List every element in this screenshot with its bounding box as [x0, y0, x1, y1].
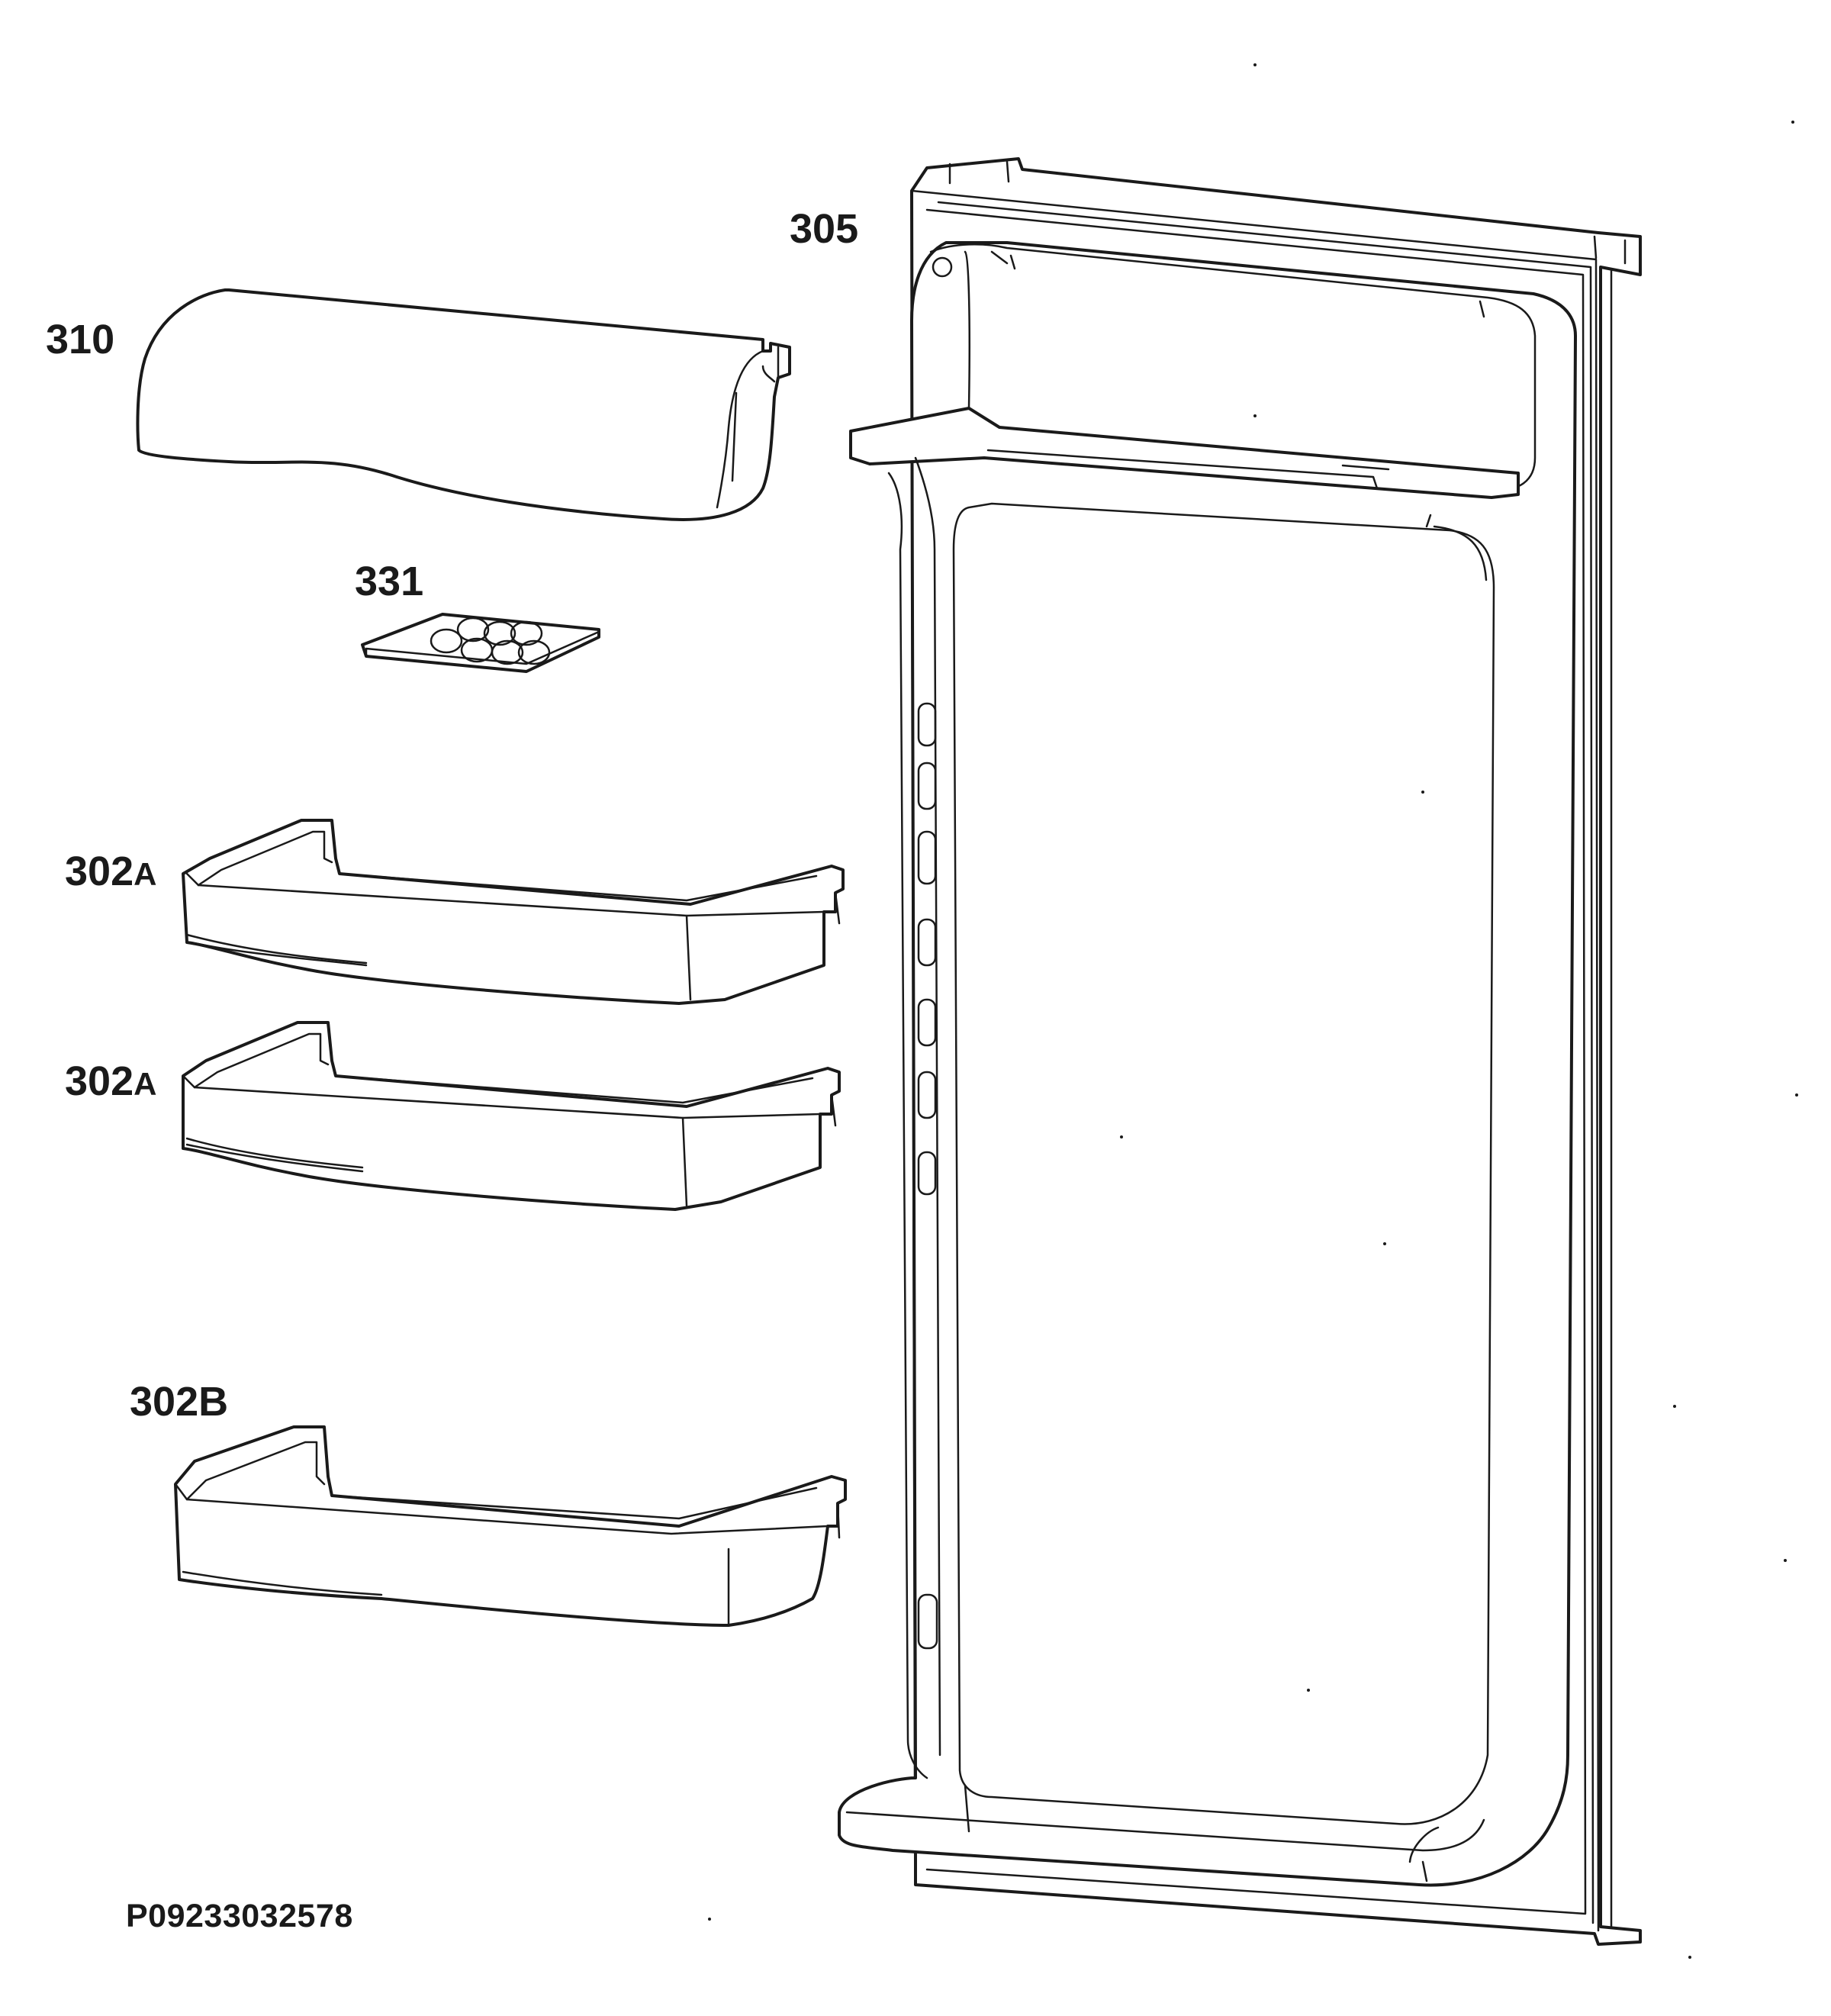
label-302a-upper-suffix: A [134, 856, 157, 892]
label-302a-lower: 302A [65, 1061, 156, 1102]
scan-specks [708, 63, 1798, 1959]
label-310: 310 [46, 317, 115, 362]
butter-cover-310[interactable] [136, 288, 791, 521]
label-305: 305 [790, 206, 859, 252]
drawing-code: P09233032578 [126, 1898, 353, 1934]
label-302a-lower-num: 302 [65, 1058, 134, 1104]
label-331: 331 [355, 559, 424, 604]
label-302a-upper-num: 302 [65, 849, 134, 894]
door-shelf-302a-upper[interactable] [182, 819, 845, 1005]
label-302a-upper: 302A [65, 851, 156, 892]
egg-tray-331[interactable] [361, 613, 600, 673]
door-liner-305[interactable] [838, 157, 1642, 1946]
label-302a-lower-suffix: A [134, 1066, 157, 1102]
label-302b: 302B [130, 1379, 229, 1425]
door-shelf-302a-lower[interactable] [182, 1021, 841, 1211]
door-shelf-302b[interactable] [174, 1425, 847, 1627]
